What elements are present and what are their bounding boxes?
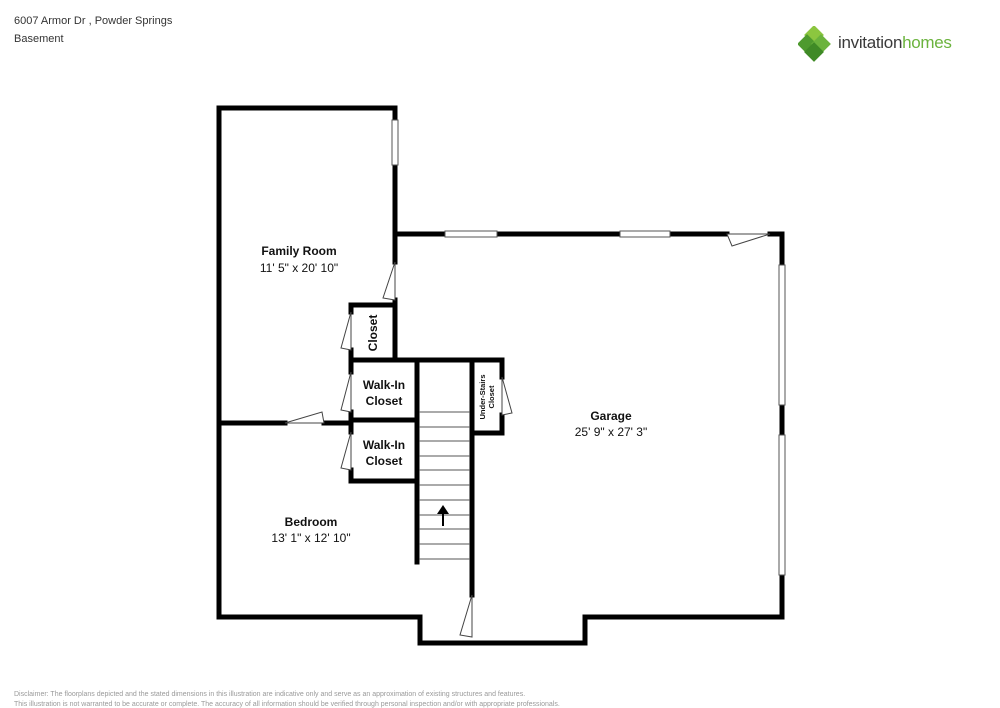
walkin2-door [340,431,352,471]
walkin2-line1: Walk-In [363,438,405,452]
logo-mark-icon [797,25,831,62]
bedroom-dims: 13' 1" x 12' 10" [271,531,350,545]
disclaimer-line-1: Disclaimer: The floorplans depicted and … [14,691,526,698]
garage-window-2 [619,230,671,238]
garage-door-upper [778,264,786,406]
understairs-door [501,376,513,416]
windows [391,119,786,576]
family-room-name: Family Room [261,244,336,258]
room-labels: Family Room 11' 5" x 20' 10" Closet Walk… [260,244,647,545]
outer-wall-west [216,105,475,646]
walls [216,105,785,646]
garage-door-lower [778,434,786,576]
garage-window-1 [444,230,498,238]
logo-wordmark: invitationhomes [838,33,952,53]
invitation-homes-logo: invitationhomes [797,25,978,62]
understairs-line2: Closet [487,385,496,408]
bedroom-name: Bedroom [285,515,338,529]
family-room-window [391,119,399,166]
family-garage-door [382,261,396,301]
bedroom-door [284,411,325,424]
stair-treads [419,411,470,560]
floor-level-label: Basement [14,33,64,45]
closet-name: Closet [366,315,380,352]
understairs-line1: Under-Stairs [478,374,487,419]
disclaimer-line-2: This illustration is not warranted to be… [14,701,560,708]
doors [284,233,771,638]
garage-south-wall [469,614,785,646]
logo-word-homes: homes [902,33,952,52]
closet-door [340,311,352,351]
family-room-dims: 11' 5" x 20' 10" [260,261,338,275]
walkin1-door [340,371,352,413]
garage-exterior-door [726,233,771,247]
walkin2-line2: Closet [366,454,403,468]
garage-dims: 25' 9" x 27' 3" [575,425,647,439]
property-address: 6007 Armor Dr , Powder Springs [14,15,173,27]
walkin1-line1: Walk-In [363,378,405,392]
logo-word-invitation: invitation [838,33,903,52]
garage-name: Garage [590,409,632,423]
stair-arrow-icon [437,505,449,526]
stair-garage-door [459,594,473,638]
walkin1-line2: Closet [366,394,403,408]
